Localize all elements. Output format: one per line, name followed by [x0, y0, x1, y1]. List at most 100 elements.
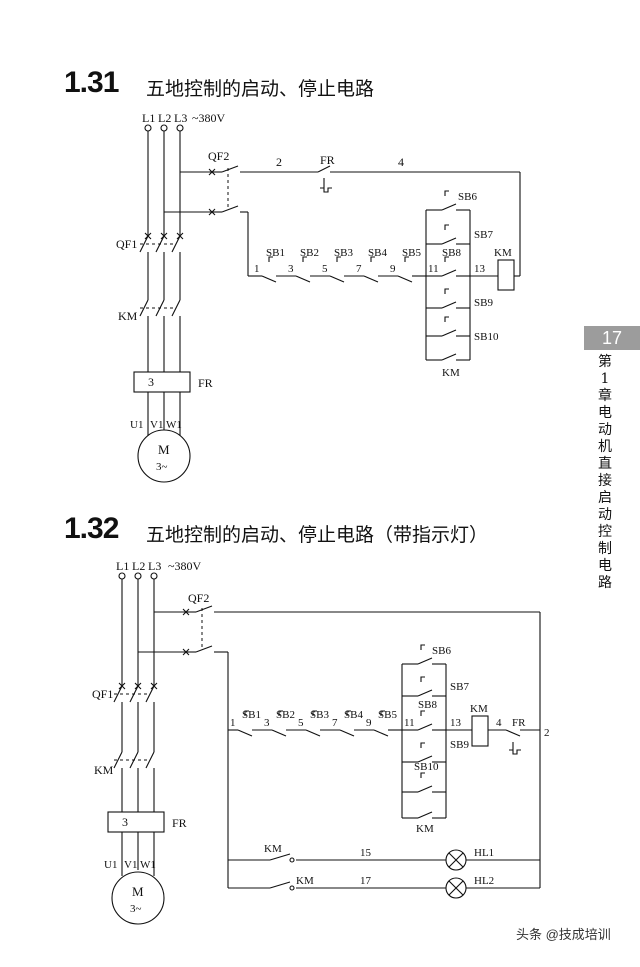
node-9-2: 9	[366, 717, 372, 729]
qf1-breaker-marks-2	[118, 682, 158, 690]
motor-type-2: 3~	[130, 903, 142, 915]
label-hl2: HL2	[474, 875, 494, 887]
label-sb6-2: SB6	[432, 645, 451, 657]
node-11: 11	[428, 263, 439, 275]
supply-terminals-2	[118, 572, 158, 580]
label-sb3-2: SB3	[310, 709, 329, 721]
start-button-ladder-1	[425, 190, 521, 361]
label-l2: L2	[158, 111, 171, 125]
node-5: 5	[322, 263, 328, 275]
node-5-2: 5	[298, 717, 304, 729]
label-km-lamp1: KM	[264, 843, 282, 855]
label-qf2: QF2	[208, 149, 229, 163]
label-hl1: HL1	[474, 847, 494, 859]
label-fr-control-2: FR	[512, 717, 526, 729]
label-sb5: SB5	[402, 247, 421, 259]
label-sb4: SB4	[368, 247, 387, 259]
stop-button-chain-2	[237, 710, 402, 737]
label-v1: V1	[150, 419, 163, 431]
indicator-lamp-circuit	[228, 849, 540, 899]
label-v1-2: V1	[124, 859, 137, 871]
label-qf2-2: QF2	[188, 591, 209, 605]
label-l1-2: L1	[116, 559, 129, 573]
label-u1: U1	[130, 419, 143, 431]
label-sb6: SB6	[458, 191, 477, 203]
section-1-number: 1.31	[64, 66, 119, 99]
fr-block-number: 3	[148, 375, 154, 389]
label-sb1-2: SB1	[242, 709, 261, 721]
label-voltage-2: ~380V	[168, 559, 201, 573]
section-2-number: 1.32	[64, 512, 119, 545]
label-wire-2: 2	[276, 155, 282, 169]
label-sb8-2: SB8	[418, 699, 437, 711]
stop-button-chain-1	[261, 256, 426, 283]
label-sb3: SB3	[334, 247, 353, 259]
label-fr-control: FR	[320, 153, 335, 167]
top-control-wire	[240, 165, 521, 277]
node-3-2: 3	[264, 717, 270, 729]
fr-thermal-block	[133, 371, 191, 393]
node-1-2: 1	[230, 717, 236, 729]
node-7-2: 7	[332, 717, 338, 729]
node-3: 3	[288, 263, 294, 275]
node-7: 7	[356, 263, 362, 275]
label-sb1: SB1	[266, 247, 285, 259]
motor-symbol-2	[111, 871, 165, 925]
node-9: 9	[390, 263, 396, 275]
qf1-breaker-marks	[144, 232, 184, 240]
label-fr-main-2: FR	[172, 816, 187, 830]
label-qf1-2: QF1	[92, 687, 113, 701]
fr-thermal-block-2	[107, 811, 165, 833]
label-voltage: ~380V	[192, 111, 225, 125]
label-km-aux-2: KM	[416, 823, 434, 835]
label-wire-15: 15	[360, 847, 372, 859]
motor-label-2: M	[132, 884, 144, 899]
label-qf1: QF1	[116, 237, 137, 251]
label-sb4-2: SB4	[344, 709, 363, 721]
label-w1-2: W1	[140, 859, 156, 871]
label-km-aux: KM	[442, 367, 460, 379]
label-w1: W1	[166, 419, 182, 431]
label-l2-2: L2	[132, 559, 145, 573]
label-sb10: SB10	[474, 331, 499, 343]
start-button-ladder-2	[401, 644, 540, 819]
label-sb9-2: SB9	[450, 739, 469, 751]
node-4-2: 4	[496, 717, 502, 729]
label-fr-main: FR	[198, 376, 213, 390]
node-11-2: 11	[404, 717, 415, 729]
node-13-2: 13	[450, 717, 462, 729]
node-2-2: 2	[544, 727, 550, 739]
label-km-main-2: KM	[94, 763, 114, 777]
label-sb9: SB9	[474, 297, 493, 309]
node-1: 1	[254, 263, 260, 275]
label-sb2: SB2	[300, 247, 319, 259]
fr-block-number-2: 3	[122, 815, 128, 829]
chapter-page-tab: 17	[584, 326, 640, 350]
node-13: 13	[474, 263, 486, 275]
label-sb7-2: SB7	[450, 681, 469, 693]
label-km-main: KM	[118, 309, 138, 323]
label-wire-17: 17	[360, 875, 372, 887]
label-km-coil: KM	[494, 247, 512, 259]
qf2-breaker-2	[182, 605, 213, 656]
label-km-lamp2: KM	[296, 875, 314, 887]
label-wire-4: 4	[398, 155, 404, 169]
label-l3-2: L3	[148, 559, 161, 573]
label-l3: L3	[174, 111, 187, 125]
qf2-breaker	[208, 165, 239, 216]
phase-lines-1	[139, 131, 212, 436]
label-sb10-2: SB10	[414, 761, 439, 773]
label-sb8: SB8	[442, 247, 461, 259]
label-u1-2: U1	[104, 859, 117, 871]
section-1-title: 五地控制的启动、停止电路	[146, 78, 375, 100]
label-sb5-2: SB5	[378, 709, 397, 721]
control-frame-2	[214, 611, 541, 888]
label-sb2-2: SB2	[276, 709, 295, 721]
motor-type: 3~	[156, 461, 168, 473]
section-2-title: 五地控制的启动、停止电路（带指示灯）	[146, 524, 489, 546]
label-km-coil-2: KM	[470, 703, 488, 715]
chapter-vertical-title: 第1章 电动机直接启动控制电路	[598, 354, 612, 591]
motor-symbol	[137, 429, 191, 483]
